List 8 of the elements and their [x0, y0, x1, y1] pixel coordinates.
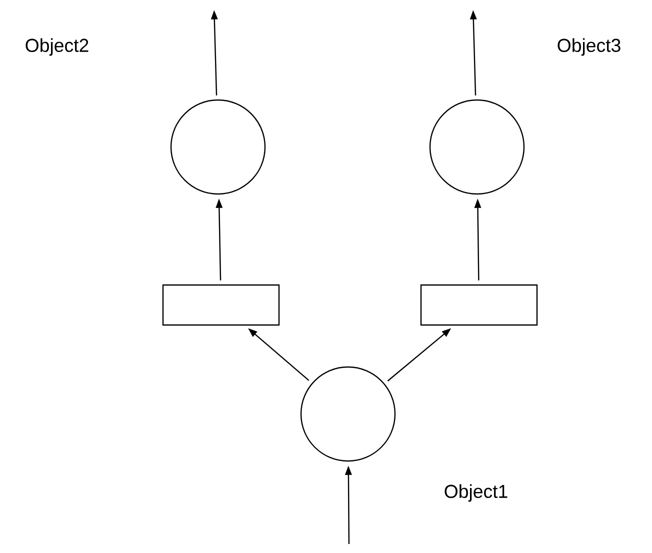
- rectangle-box: [420, 284, 538, 326]
- circle-shape: [300, 366, 396, 462]
- object-label: Object2: [26, 38, 88, 56]
- object-label: Object3: [558, 38, 620, 56]
- object-label: Object1: [444, 484, 508, 502]
- rectangle-box: [162, 284, 280, 326]
- circle-shape: [170, 99, 266, 195]
- circle-shape: [429, 99, 525, 195]
